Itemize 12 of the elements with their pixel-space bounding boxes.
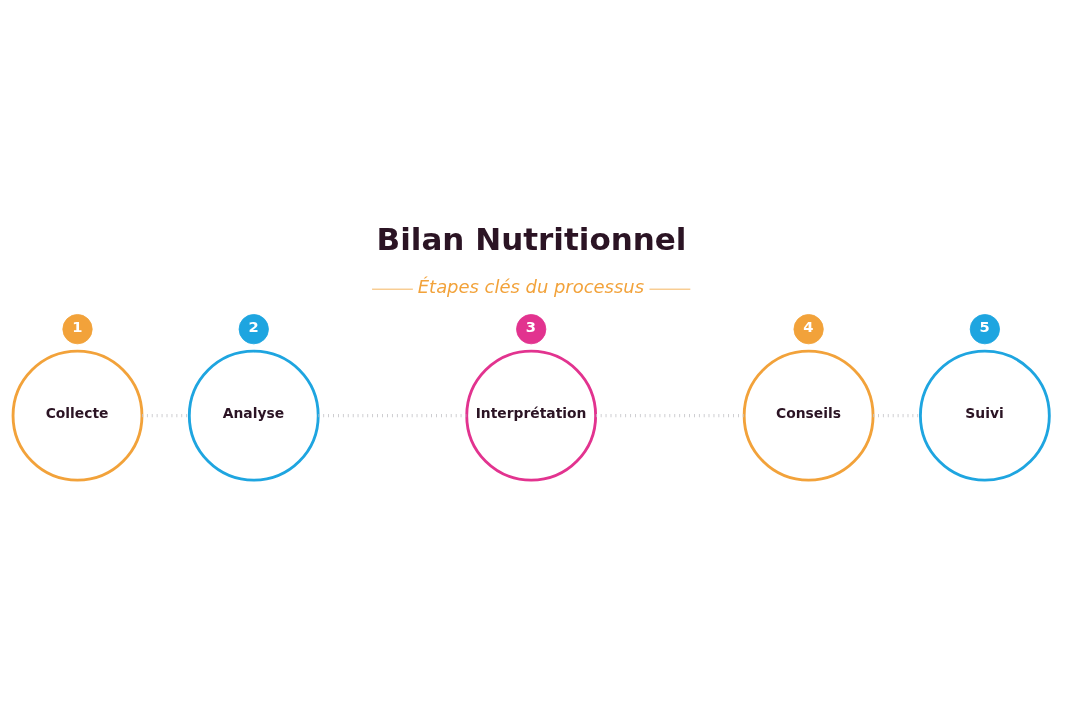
node-circle: Suivi: [919, 349, 1051, 482]
node-circle: 3: [516, 314, 547, 345]
node-circle: 5: [969, 314, 1000, 345]
node-circle: 1: [62, 314, 93, 345]
node-circle: Analyse: [187, 349, 320, 482]
node-circle: Conseils: [742, 349, 875, 482]
node-circle: 4: [793, 314, 824, 345]
node-circle: Collecte: [11, 349, 144, 482]
node-circle: 2: [238, 314, 269, 345]
diagram-title: Bilan Nutritionnel: [376, 220, 687, 257]
label: Étapes clés du processus: [417, 275, 645, 297]
node-circle: Interprétation: [465, 349, 598, 482]
